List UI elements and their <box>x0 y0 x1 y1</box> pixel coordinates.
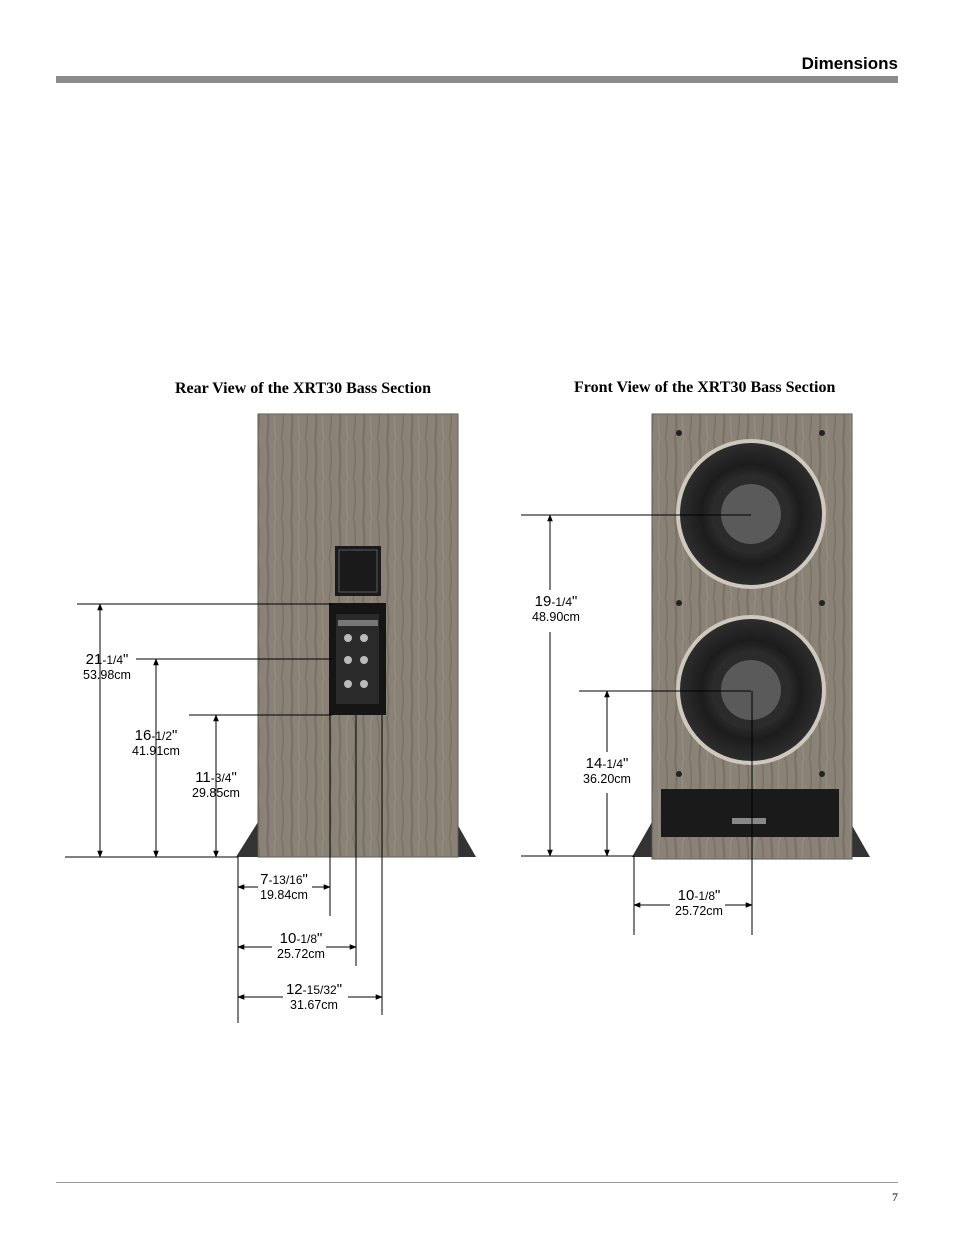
rear-width-label-2: 10-1/8" 25.72cm <box>277 930 325 961</box>
rear-base-right <box>456 822 476 857</box>
rear-base-left <box>236 822 258 857</box>
page-section-title: Dimensions <box>801 54 898 73</box>
rear-label-plate <box>335 546 381 596</box>
footer-rule <box>56 1182 898 1183</box>
front-height-label-2: 14-1/4" 36.20cm <box>583 755 631 786</box>
lower-woofer <box>676 615 826 765</box>
rear-height-label-3: 11-3/4" 29.85cm <box>192 769 240 800</box>
page-number: 7 <box>892 1190 898 1204</box>
header-rule <box>56 76 898 83</box>
rear-cabinet <box>236 413 476 858</box>
front-logo-panel <box>661 789 839 837</box>
front-cabinet <box>632 413 870 860</box>
front-width-label-1: 10-1/8" 25.72cm <box>675 887 723 918</box>
front-height-label-1: 19-1/4" 48.90cm <box>532 593 580 624</box>
upper-woofer <box>676 439 826 589</box>
front-view-caption: Front View of the XRT30 Bass Section <box>574 379 836 396</box>
rear-view-caption: Rear View of the XRT30 Bass Section <box>175 380 432 397</box>
rear-height-label-2: 16-1/2" 41.91cm <box>132 727 180 758</box>
rear-height-label-1: 21-1/4" 53.98cm <box>83 651 131 682</box>
front-dimension-lines <box>521 514 753 935</box>
rear-width-label-1: 7-13/16" 19.84cm <box>260 871 308 902</box>
rear-width-label-3: 12-15/32" 31.67cm <box>285 981 343 1012</box>
rear-dimension-lines <box>65 603 383 1023</box>
